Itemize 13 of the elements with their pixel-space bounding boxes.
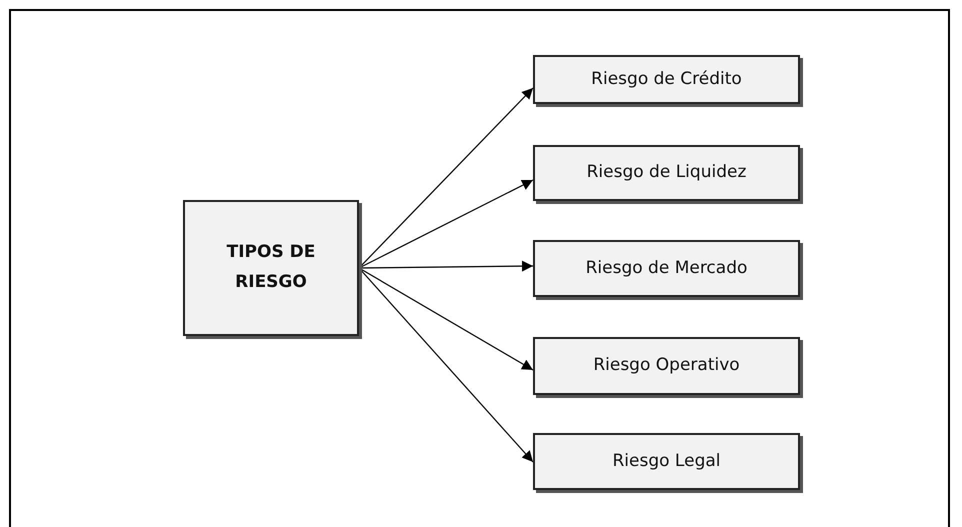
risk-box bbox=[533, 337, 800, 395]
category-box bbox=[183, 200, 359, 336]
category-title: TIPOS DE RIESGO bbox=[226, 241, 316, 294]
risk-box bbox=[533, 433, 800, 490]
risk-box bbox=[533, 55, 800, 104]
risk-box bbox=[533, 240, 800, 297]
risk-label: Riesgo Legal bbox=[611, 450, 722, 473]
risk-box bbox=[533, 145, 800, 201]
risk-label: Riesgo de Liquidez bbox=[586, 161, 748, 184]
risk-label: Riesgo de Mercado bbox=[584, 256, 748, 280]
risk-label: Riesgo Operativo bbox=[592, 354, 741, 378]
risk-label: Riesgo de Crédito bbox=[590, 68, 743, 91]
arrow bbox=[359, 260, 533, 272]
